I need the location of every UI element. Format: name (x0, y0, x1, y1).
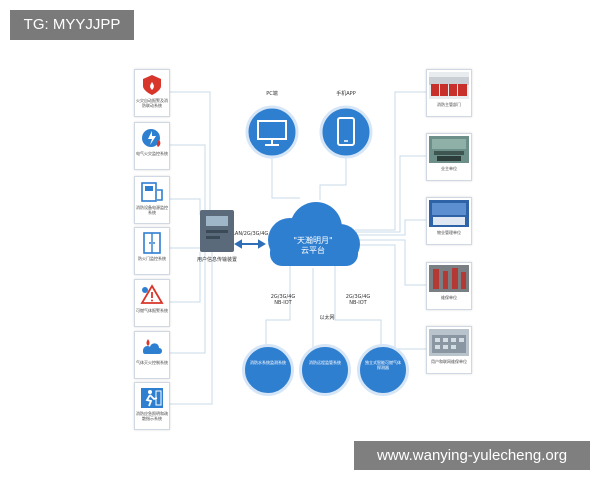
fire-trucks-photo (429, 72, 469, 99)
node-remote-supervision[interactable]: 消防远程监管系统 (299, 344, 351, 396)
building-photo (429, 329, 469, 356)
node-gas-detector[interactable]: 独立式智能可燃气体探测器 (357, 344, 409, 396)
system-label: 可燃气体报警系统 (136, 308, 168, 313)
node-label: 消防水系统监测系统 (250, 360, 286, 365)
unit-property-management[interactable]: 物业管理单位 (426, 197, 472, 245)
cloud-title-line2: 云平台 (301, 246, 325, 255)
telegram-tag: TG: MYYJJPP (10, 10, 134, 40)
cloud-shape (268, 202, 360, 266)
mobile-phone-icon (319, 105, 373, 159)
unit-label: 用户和联网维保单位 (431, 359, 467, 364)
device-panel-bar (206, 236, 220, 239)
device-window (206, 216, 228, 226)
pc-monitor-icon (245, 105, 299, 159)
power-monitor-icon (141, 182, 163, 202)
app-label: 手机APP (336, 91, 356, 97)
link-label-right: 2G/3G/4G NB-IOT (345, 294, 371, 306)
pc-label: PC端 (266, 91, 278, 97)
system-label: 消防设备电源监控系统 (136, 205, 168, 215)
unit-label: 物业管理单位 (437, 230, 461, 235)
device-label: 用户信息传输装置 (196, 257, 237, 263)
node-water-system[interactable]: 消防水系统监测系统 (242, 344, 294, 396)
link-label-left: 2G/3G/4G NB-IOT (270, 294, 296, 306)
emergency-exit-icon (141, 388, 163, 408)
system-fire-alarm[interactable]: 火灾自动报警及消防联动系统 (134, 69, 170, 117)
system-fire-door[interactable]: 防火门监控系统 (134, 227, 170, 275)
watermark: www.wanying-yulecheng.org (354, 441, 590, 470)
maintenance-photo (429, 265, 469, 292)
system-gas-extinguish[interactable]: 气体灭火控制系统 (134, 331, 170, 379)
cloud-title-line1: "天瀚明月" (293, 236, 333, 245)
electric-fire-icon (142, 129, 161, 147)
unit-maintenance[interactable]: 维保单位 (426, 262, 472, 310)
transmission-device (200, 210, 234, 252)
unit-owner[interactable]: 业主单位 (426, 133, 472, 181)
system-gas-alarm[interactable]: 可燃气体报警系统 (134, 279, 170, 327)
system-label: 火灾自动报警及消防联动系统 (136, 98, 168, 108)
fire-door-icon (143, 232, 161, 254)
gas-alarm-icon (140, 284, 164, 304)
unit-label: 消防主管部门 (437, 102, 461, 107)
node-label: 消防远程监管系统 (309, 360, 341, 365)
system-label: 消防应急照明和疏散指示系统 (136, 411, 168, 421)
monitoring-center-photo (429, 200, 469, 227)
unit-user-networked[interactable]: 用户和联网维保单位 (426, 326, 472, 374)
system-electric-fire[interactable]: 电气火灾监控系统 (134, 122, 170, 170)
lan-link-label: LAN/2G/3G/4G (232, 231, 269, 237)
link-label-mid: 以太网 (319, 315, 335, 321)
gas-extinguish-icon (143, 339, 162, 354)
node-label: 独立式智能可燃气体探测器 (365, 360, 401, 370)
unit-label: 维保单位 (441, 295, 457, 300)
fire-alarm-icon (143, 75, 161, 95)
system-emergency-exit[interactable]: 消防应急照明和疏散指示系统 (134, 382, 170, 430)
unit-label: 业主单位 (441, 166, 457, 171)
control-room-photo (429, 136, 469, 163)
system-label: 电气火灾监控系统 (136, 151, 168, 156)
cloud-title: "天瀚明月" 云平台 (268, 236, 358, 256)
unit-fire-authority[interactable]: 消防主管部门 (426, 69, 472, 117)
device-panel-bar (206, 230, 228, 233)
system-label: 防火门监控系统 (138, 256, 166, 261)
system-label: 气体灭火控制系统 (136, 360, 168, 365)
system-power-monitor[interactable]: 消防设备电源监控系统 (134, 176, 170, 224)
